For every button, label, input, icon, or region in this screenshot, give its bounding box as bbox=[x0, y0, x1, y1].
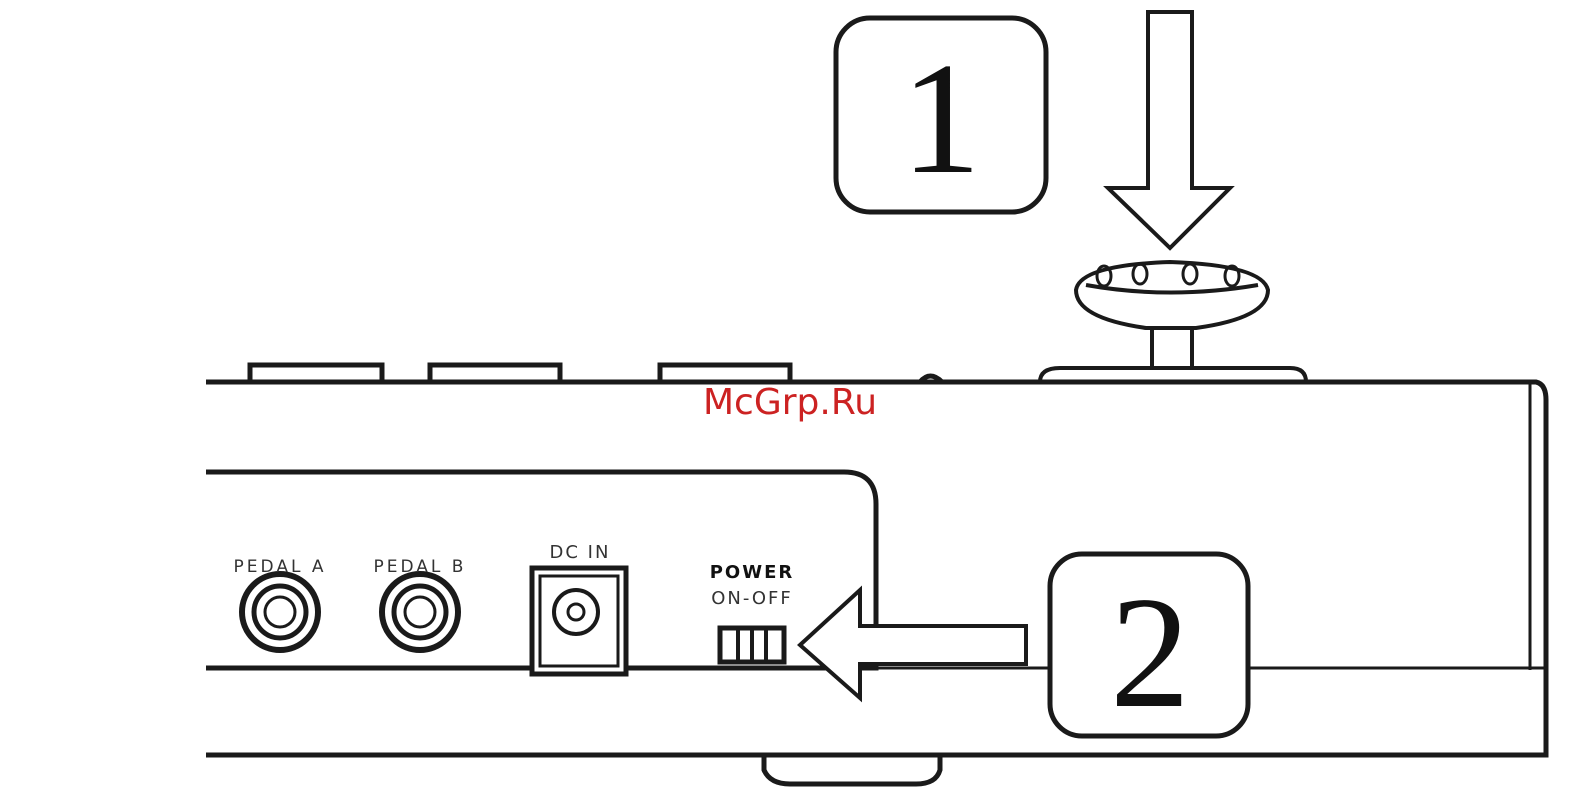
down-arrow bbox=[1108, 12, 1230, 248]
top-keys bbox=[250, 365, 942, 382]
dc-in-label: DC IN bbox=[550, 542, 611, 563]
top-key-2 bbox=[430, 365, 560, 382]
pedal-a-jack bbox=[242, 574, 318, 650]
dc-in-jack bbox=[532, 568, 626, 674]
power-switch bbox=[720, 628, 784, 662]
rotary-knob bbox=[1040, 262, 1306, 382]
pedal-b-jack bbox=[382, 574, 458, 650]
top-key-3 bbox=[660, 365, 790, 382]
pedal-b-label: PEDAL B bbox=[374, 557, 467, 577]
callout-number-2: 2 bbox=[1110, 563, 1190, 741]
power-label: POWER bbox=[710, 562, 795, 583]
callout-number-1: 1 bbox=[901, 29, 981, 207]
watermark-text: McGrp.Ru bbox=[703, 382, 877, 423]
power-sub-label: ON-OFF bbox=[711, 588, 793, 609]
body-foot bbox=[764, 755, 940, 784]
pedal-a-label: PEDAL A bbox=[234, 557, 327, 577]
top-key-1 bbox=[250, 365, 382, 382]
